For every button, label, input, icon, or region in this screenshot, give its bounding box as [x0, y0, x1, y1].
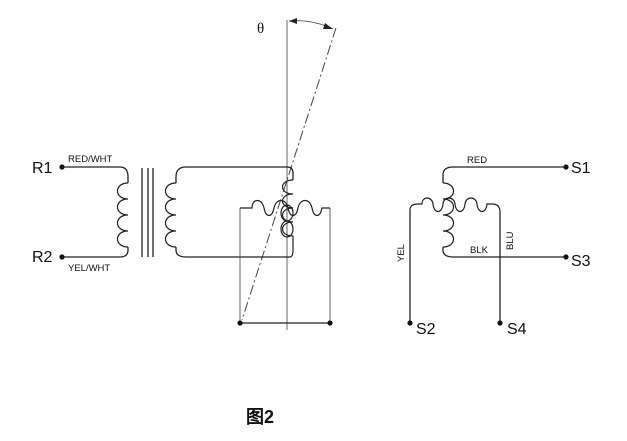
- terminal-s3-dot: [563, 254, 569, 260]
- stator-windings: RED S1 BLK S3 S2 YEL S4 BLU: [396, 155, 591, 338]
- rotor-input-transformer: R1 RED/WHT R2 YEL/WHT: [32, 154, 294, 274]
- wire-label-red: RED: [467, 155, 487, 166]
- rotor-base-left-dot: [237, 320, 243, 326]
- figure-caption: 图2: [246, 407, 274, 427]
- rotated-axis-line: [241, 27, 337, 321]
- rotor-horizontal-coil: [240, 199, 330, 217]
- terminal-r2-label: R2: [32, 249, 53, 266]
- terminal-s3-label: S3: [571, 253, 591, 270]
- terminal-s4-label: S4: [507, 321, 527, 338]
- angle-arrowhead-left: [289, 18, 297, 24]
- s1-wire: [442, 166, 566, 183]
- angle-theta-label: θ: [257, 21, 264, 37]
- terminal-r1-label: R1: [32, 160, 53, 177]
- angle-indicator: θ: [241, 18, 337, 330]
- secondary-top-wire: [175, 166, 294, 183]
- s3-wire: [442, 247, 566, 258]
- rotor-coil-loop-b: [280, 220, 294, 238]
- secondary-bottom-wire: [175, 247, 290, 258]
- rotor-frame: [239, 208, 331, 324]
- rotor-base-right-dot: [327, 320, 333, 326]
- stator-horizontal-coil: [409, 197, 501, 213]
- secondary-coil: [164, 182, 177, 248]
- angle-arrowhead-right: [323, 23, 333, 29]
- primary-coil: [116, 182, 129, 248]
- terminal-s1-label: S1: [571, 160, 591, 177]
- r2-wire: [62, 247, 129, 258]
- terminal-r2-dot: [59, 254, 65, 260]
- rotor-winding: [237, 179, 333, 326]
- r1-wire: [62, 166, 129, 183]
- terminal-s1-dot: [563, 164, 569, 170]
- wire-label-yel: YEL: [396, 244, 407, 262]
- terminal-s2-dot: [407, 320, 413, 326]
- wire-label-blk: BLK: [470, 245, 489, 256]
- terminal-s2-label: S2: [416, 321, 436, 338]
- wire-label-yel-wht: YEL/WHT: [68, 263, 110, 274]
- terminal-s4-dot: [497, 320, 503, 326]
- rotor-vertical-coil: [281, 179, 294, 258]
- stator-vertical-coil: [442, 182, 455, 248]
- wire-label-red-wht: RED/WHT: [68, 154, 113, 165]
- wire-label-blu: BLU: [505, 231, 516, 250]
